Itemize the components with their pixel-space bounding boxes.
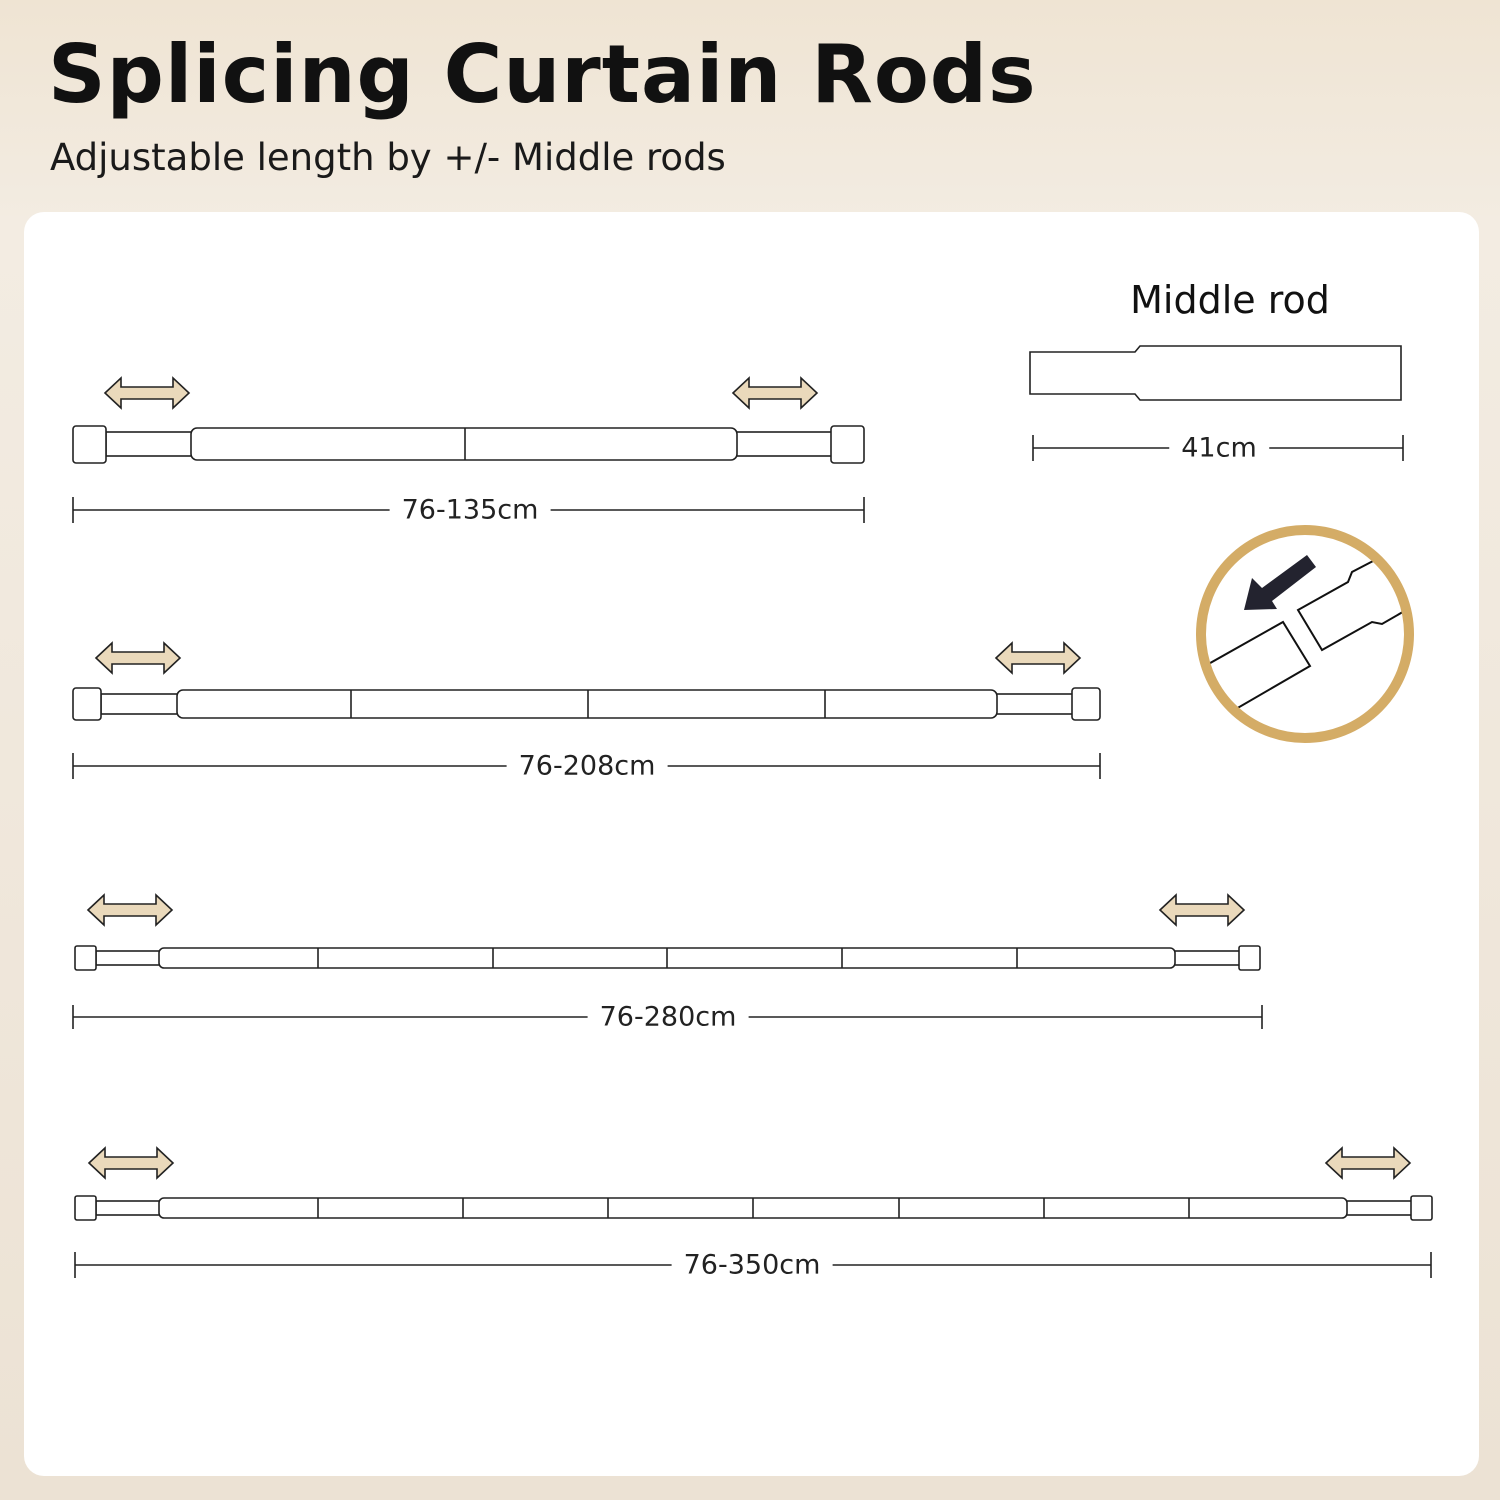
page-subtitle: Adjustable length by +/- Middle rods — [50, 136, 726, 179]
double-arrow-icon — [87, 894, 173, 926]
rod-2-length: 76-208cm — [506, 750, 668, 782]
connection-detail — [1196, 525, 1414, 743]
rod-4-length: 76-350cm — [671, 1249, 833, 1281]
middle-rod-title: Middle rod — [1130, 278, 1330, 322]
rod-4 — [74, 1147, 1433, 1278]
rod-1-length: 76-135cm — [389, 494, 551, 526]
double-arrow-icon — [104, 377, 190, 409]
rod-3-length: 76-280cm — [587, 1001, 749, 1033]
double-arrow-icon — [732, 377, 818, 409]
rod-1 — [72, 377, 865, 523]
insert-arrow-icon — [1244, 555, 1316, 610]
page-title: Splicing Curtain Rods — [48, 28, 1037, 121]
double-arrow-icon — [995, 642, 1081, 674]
double-arrow-icon — [1159, 894, 1245, 926]
middle-rod-length: 41cm — [1169, 432, 1269, 464]
rod-2 — [72, 642, 1101, 779]
double-arrow-icon — [88, 1147, 174, 1179]
double-arrow-icon — [1325, 1147, 1411, 1179]
double-arrow-icon — [95, 642, 181, 674]
